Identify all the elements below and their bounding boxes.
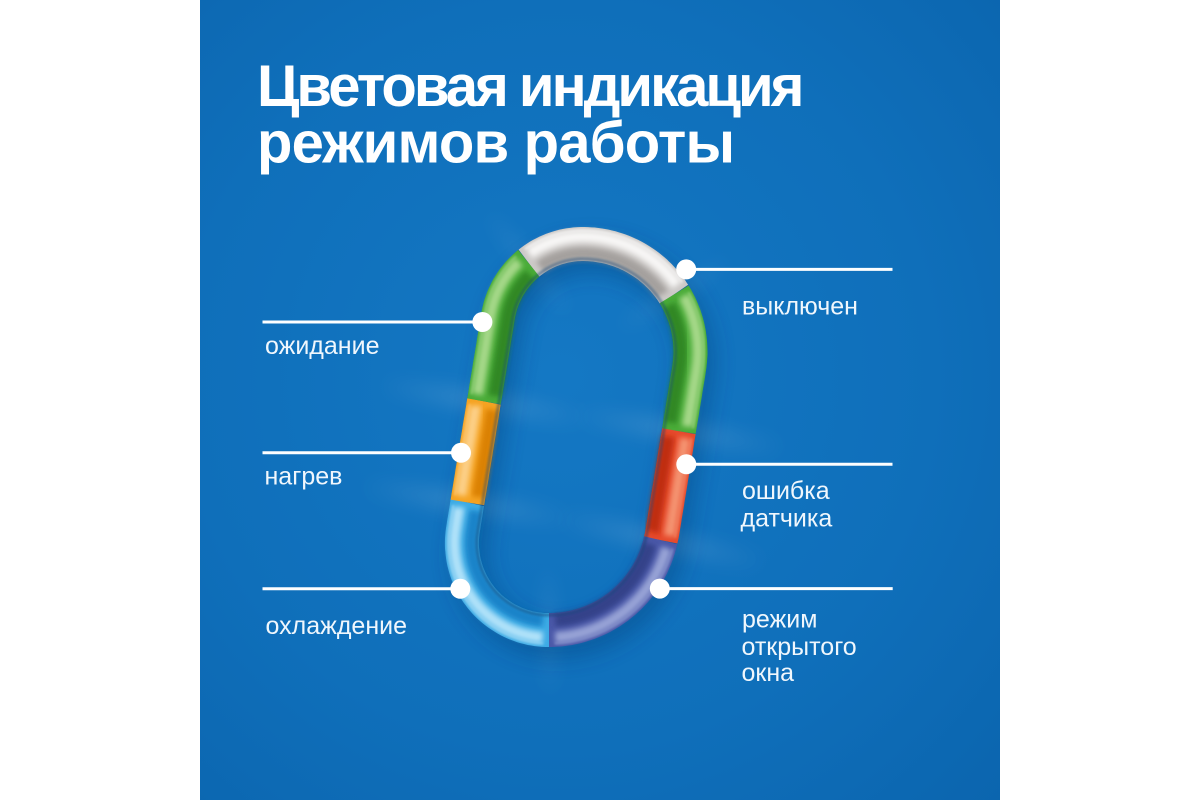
svg-text:Цветовая индикация: Цветовая индикация [257, 54, 802, 119]
svg-text:выключен: выключен [742, 293, 858, 321]
svg-text:нагрев: нагрев [265, 463, 343, 491]
svg-text:режим: режим [742, 605, 817, 633]
svg-text:окна: окна [742, 659, 795, 687]
svg-text:открытого: открытого [742, 633, 857, 661]
svg-text:охлаждение: охлаждение [266, 612, 408, 640]
svg-text:ожидание: ожидание [265, 332, 379, 360]
svg-text:режимов работы: режимов работы [257, 111, 734, 176]
svg-text:ошибка: ошибка [742, 477, 830, 505]
svg-text:датчика: датчика [741, 505, 833, 533]
